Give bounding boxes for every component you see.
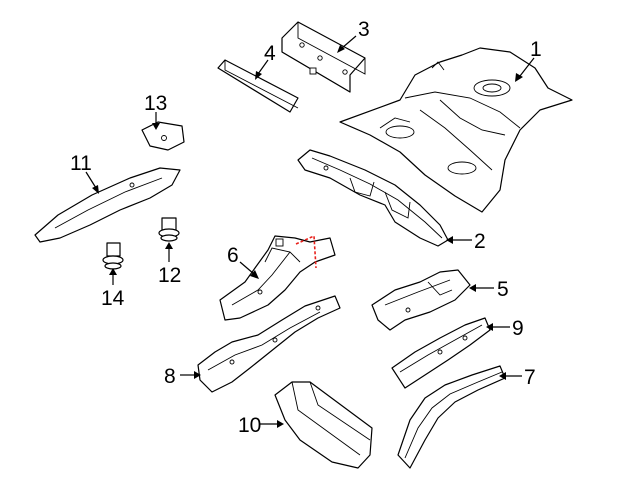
callout-6: 6 <box>227 244 239 267</box>
callout-11: 11 <box>70 152 92 175</box>
part-14-fastener <box>102 242 124 270</box>
callout-9: 9 <box>512 317 524 340</box>
part-13-bracket <box>141 121 185 151</box>
callout-1: 1 <box>530 38 542 61</box>
callout-4: 4 <box>264 42 276 65</box>
callout-5: 5 <box>497 278 509 301</box>
part-6-frame-rail <box>219 235 336 321</box>
part-3-upper-panel <box>281 21 366 93</box>
part-9-rail-extension <box>391 317 491 389</box>
callout-2: 2 <box>474 230 486 253</box>
callout-3: 3 <box>358 18 370 41</box>
callout-14: 14 <box>101 287 125 310</box>
part-11-shield <box>34 167 181 243</box>
callout-8: 8 <box>164 365 176 388</box>
part-5-floor-side <box>371 269 471 331</box>
part-8-side-member <box>197 295 341 393</box>
part-1-rear-floor-pan <box>339 47 573 213</box>
callout-12: 12 <box>158 264 181 287</box>
part-10-storage-tub <box>274 381 373 469</box>
callout-13: 13 <box>144 92 167 115</box>
highlight-marker <box>295 234 317 269</box>
leader-lines <box>85 35 535 428</box>
callout-7: 7 <box>524 366 536 389</box>
callout-10: 10 <box>238 414 261 437</box>
part-12-fastener <box>158 217 180 242</box>
part-4-reinforcement-bar <box>217 59 299 113</box>
part-2-cross-member <box>297 149 449 247</box>
callout-labels: 1 2 3 4 5 6 7 8 9 10 11 12 13 14 <box>70 18 542 437</box>
